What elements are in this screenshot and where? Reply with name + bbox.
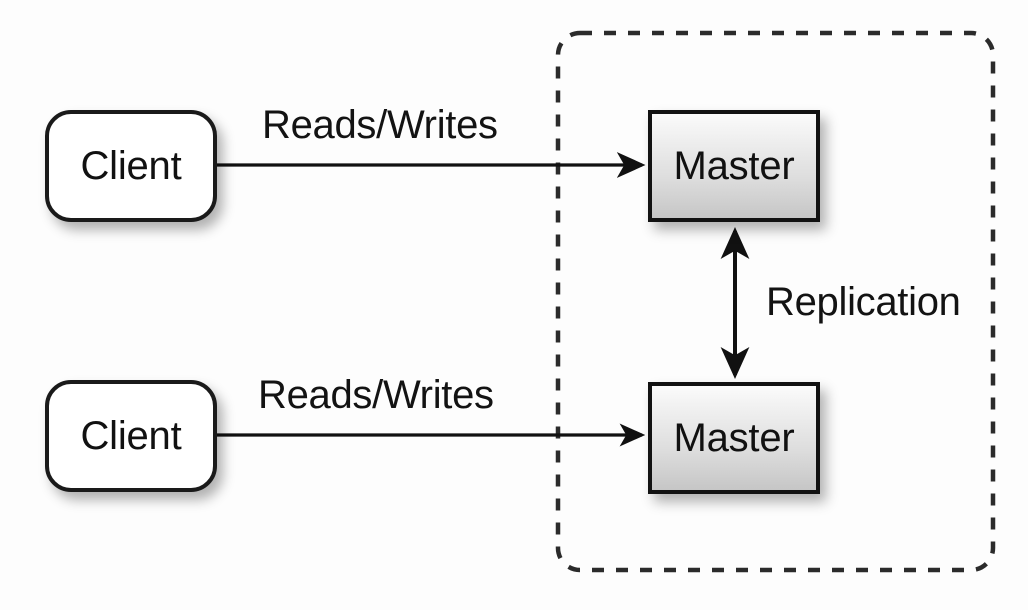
node-master-bottom[interactable] xyxy=(648,382,820,494)
edge-label-reads-writes-bottom: Reads/Writes xyxy=(258,373,494,417)
edge-label-reads-writes-top: Reads/Writes xyxy=(262,103,498,147)
node-client-top[interactable] xyxy=(45,110,217,222)
cluster-boundary xyxy=(555,30,996,573)
edge-label-replication: Replication xyxy=(766,280,961,324)
node-master-top[interactable] xyxy=(648,110,820,222)
node-client-bottom[interactable] xyxy=(45,380,217,492)
